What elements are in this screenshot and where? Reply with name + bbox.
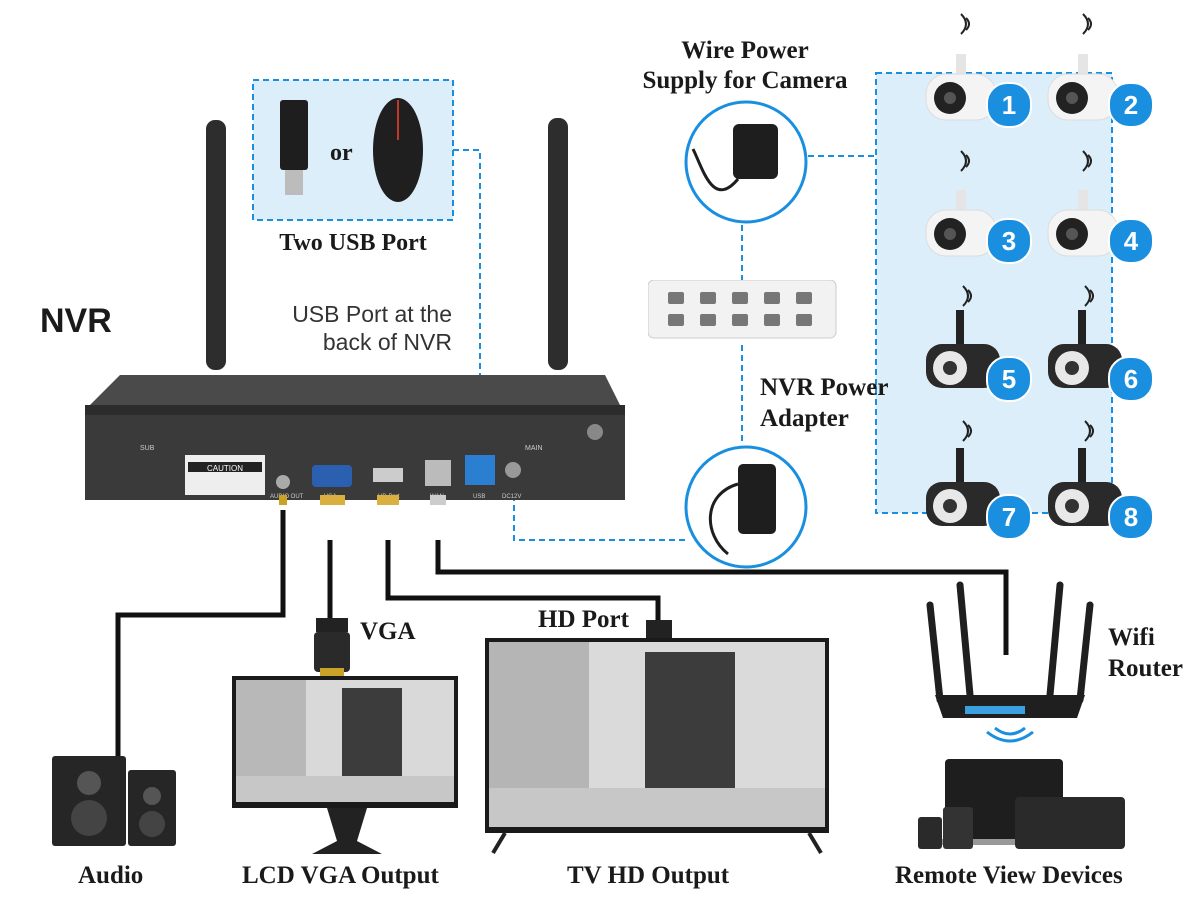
router-line2: Router bbox=[1108, 655, 1183, 682]
usb-note-line2: back of NVR bbox=[322, 329, 452, 355]
phone-icon-1 bbox=[918, 817, 942, 849]
usb-port bbox=[465, 455, 495, 485]
router-line1: Wifi bbox=[1108, 624, 1155, 651]
camera-badge-5: 5 bbox=[986, 356, 1032, 402]
caption-tv-hd: TV HD Output bbox=[567, 862, 730, 889]
hd-port-label: HD Port bbox=[538, 606, 629, 633]
antenna-right bbox=[548, 118, 568, 370]
port-label-main: MAIN bbox=[525, 445, 543, 452]
wan-port bbox=[425, 460, 451, 486]
usb-note-line1: USB Port at the bbox=[292, 301, 452, 327]
caption-remote: Remote View Devices bbox=[895, 862, 1123, 889]
usb-caption: Two USB Port bbox=[279, 230, 427, 256]
caution-text: CAUTION bbox=[207, 464, 243, 473]
camera-badge-2: 2 bbox=[1108, 82, 1154, 128]
tv-display bbox=[485, 638, 829, 855]
usb-note: USB Port at the back of NVR bbox=[252, 300, 452, 356]
remote-devices-icon bbox=[918, 759, 1125, 849]
port-label-sub: SUB bbox=[140, 445, 155, 452]
camera-badge-3: 3 bbox=[986, 218, 1032, 264]
nvr-body bbox=[85, 405, 625, 500]
camera-panel bbox=[876, 73, 1112, 513]
power-supply-line2: Supply for Camera bbox=[642, 67, 848, 94]
phone-icon-2 bbox=[943, 807, 973, 849]
caption-audio: Audio bbox=[78, 862, 144, 889]
nvr-title: NVR bbox=[40, 302, 112, 340]
vga-label: VGA bbox=[360, 618, 416, 645]
adapter-label: NVR Power Adapter bbox=[760, 372, 888, 434]
usb-or: or bbox=[330, 140, 353, 166]
router-icon bbox=[926, 581, 1094, 743]
caption-lcd-vga: LCD VGA Output bbox=[242, 862, 439, 889]
camera-badge-6: 6 bbox=[1108, 356, 1154, 402]
power-strip-icon bbox=[648, 280, 837, 339]
power-supply-line1: Wire Power bbox=[681, 37, 809, 64]
hd-port bbox=[373, 468, 403, 482]
power-supply-label: Wire Power Supply for Camera bbox=[600, 36, 890, 96]
adapter-line1: NVR Power bbox=[760, 374, 889, 401]
usb-devices bbox=[280, 98, 423, 202]
vga-port bbox=[312, 465, 352, 487]
tablet-icon bbox=[1015, 797, 1125, 849]
usb-stick-icon bbox=[280, 100, 308, 170]
port-label-dc: DC12V bbox=[502, 494, 521, 500]
vga-plug-icon bbox=[314, 618, 350, 676]
caution-label bbox=[185, 455, 265, 495]
nvr-device: CAUTION SUB MAIN AUDIO OUT VGA HD-Port W… bbox=[85, 118, 625, 505]
camera-badge-1: 1 bbox=[986, 82, 1032, 128]
port-label-usb: USB bbox=[473, 494, 485, 500]
adapter-icon bbox=[684, 445, 808, 569]
speakers-icon bbox=[52, 756, 176, 846]
audio-port bbox=[276, 475, 290, 489]
dc-port bbox=[505, 462, 521, 478]
router-label: Wifi Router bbox=[1108, 622, 1183, 684]
hd-plug-icon bbox=[646, 620, 672, 642]
mouse-icon bbox=[373, 98, 423, 202]
camera-badge-7: 7 bbox=[986, 494, 1032, 540]
lcd-monitor bbox=[232, 676, 458, 854]
antenna-left bbox=[206, 120, 226, 370]
power-supply-icon bbox=[684, 100, 808, 224]
adapter-line2: Adapter bbox=[760, 405, 849, 432]
camera-badge-8: 8 bbox=[1108, 494, 1154, 540]
camera-badge-4: 4 bbox=[1108, 218, 1154, 264]
camera-grid bbox=[925, 13, 1122, 526]
